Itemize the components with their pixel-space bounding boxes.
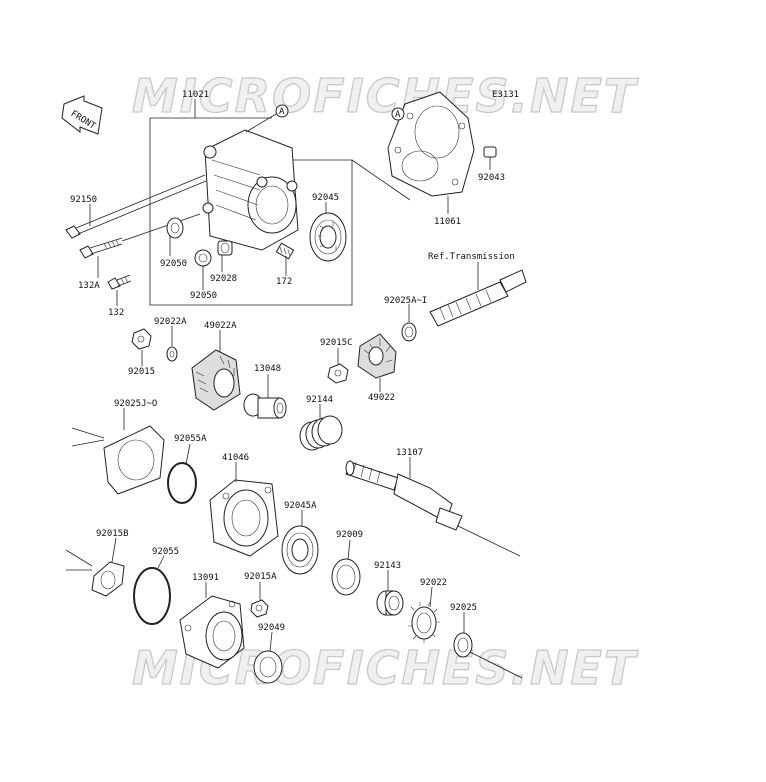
label-92015C: 92015C: [320, 338, 353, 348]
spring-92144: [299, 415, 343, 451]
washer-92025: [453, 632, 523, 679]
gasket-11061: [387, 91, 475, 197]
bearing-housing-41046: [209, 479, 279, 557]
bearing-92045A: [281, 525, 319, 575]
label-92015B: 92015B: [96, 529, 129, 539]
label-92045A: 92045A: [284, 501, 317, 511]
lock-washer-92022: [408, 601, 440, 643]
label-92144: 92144: [306, 395, 333, 405]
oil-seal-92049: [253, 650, 283, 684]
bevel-gear-49022A: [191, 349, 241, 411]
shim-92025A: [401, 322, 417, 342]
o-ring-92055A: [167, 462, 197, 504]
nut-92015: [131, 328, 152, 350]
label-132A: 132A: [78, 281, 100, 291]
label-11061: 11061: [434, 217, 461, 227]
label-92015A: 92015A: [244, 572, 277, 582]
part-labels: 11021 11061 92043 92150 92045 92050 9202…: [70, 90, 515, 633]
pinion-13048: [243, 393, 287, 419]
bolt-92150: [65, 174, 207, 239]
label-92043: 92043: [478, 173, 505, 183]
label-92050-b: 92050: [190, 291, 217, 301]
leader-lines: [89, 99, 465, 652]
label-13048: 13048: [254, 364, 281, 374]
washer-92022A: [166, 346, 178, 362]
label-172: 172: [276, 277, 292, 287]
bushing-92050-a: [166, 217, 184, 239]
bolt-132: [107, 274, 132, 290]
dowel-pin-92043: [483, 146, 497, 170]
mark-a-label: A: [279, 107, 285, 117]
label-41046: 41046: [222, 453, 249, 463]
label-92022: 92022: [420, 578, 447, 588]
label-92025J: 92025J~O: [114, 399, 157, 409]
oil-seal-92009: [331, 558, 361, 596]
bevel-gear-49022: [357, 333, 397, 379]
label-49022: 49022: [368, 393, 395, 403]
cover-13091: [179, 595, 245, 669]
nut-92015C: [327, 363, 349, 384]
label-92025A: 92025A~I: [384, 296, 427, 306]
bolt-172: [275, 242, 295, 260]
mark-a-gasket: A: [391, 107, 405, 121]
label-92049: 92049: [258, 623, 285, 633]
front-arrow-icon: FRONT: [61, 95, 103, 135]
label-132: 132: [108, 308, 124, 318]
gear-case-housing: [202, 129, 299, 251]
label-13107: 13107: [396, 448, 423, 458]
drive-shaft-13107: [345, 460, 521, 557]
label-92150: 92150: [70, 195, 97, 205]
label-92143: 92143: [374, 561, 401, 571]
bushing-92050-b: [194, 249, 212, 267]
label-92025: 92025: [450, 603, 477, 613]
label-ref-transmission: Ref.Transmission: [428, 252, 515, 262]
label-13091: 13091: [192, 573, 219, 583]
mark-a-housing: A: [245, 104, 289, 133]
label-11021: 11021: [182, 90, 209, 100]
housing-frame: [149, 117, 411, 306]
bolt-132A: [79, 213, 201, 259]
label-92009: 92009: [336, 530, 363, 540]
label-92055A: 92055A: [174, 434, 207, 444]
lock-nut-92015B: [65, 549, 125, 597]
label-92028: 92028: [210, 274, 237, 284]
label-92015: 92015: [128, 367, 155, 377]
mark-a-label-2: A: [395, 110, 401, 120]
collar-92143: [376, 590, 404, 616]
bushing-92028: [217, 240, 233, 256]
o-ring-92055: [133, 567, 171, 625]
label-92022A: 92022A: [154, 317, 187, 327]
label-92050-a: 92050: [160, 259, 187, 269]
label-92055: 92055: [152, 547, 179, 557]
nut-92015A: [250, 599, 269, 618]
label-49022A: 49022A: [204, 321, 237, 331]
bearing-92045: [309, 212, 347, 262]
transmission-shaft-ref: [429, 262, 527, 327]
shims-92025J: [71, 425, 165, 495]
watermark-top: MICROFICHES.NET: [132, 69, 639, 123]
label-92045: 92045: [312, 193, 339, 203]
diagram-code: E3131: [492, 90, 519, 100]
